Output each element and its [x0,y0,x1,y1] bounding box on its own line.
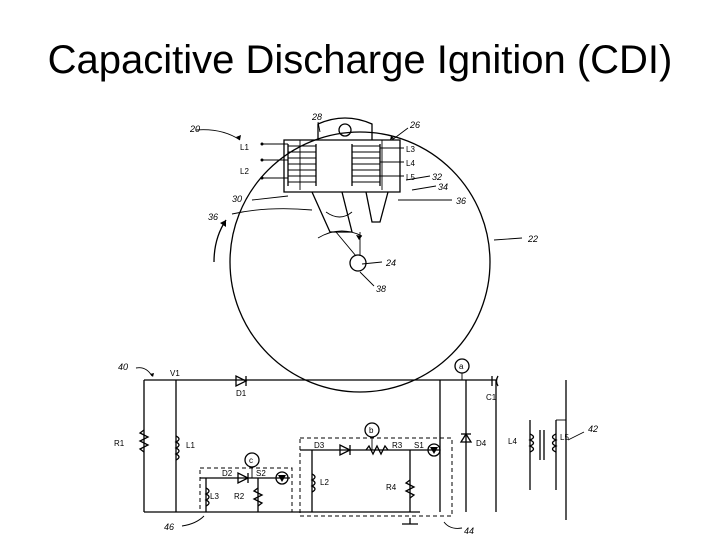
label-d3: D3 [314,441,325,450]
cdi-circuit-schematic: 40 42 44 46 a b c V1 D1 C1 R1 L1 D3 R3 S… [114,358,598,536]
dashed-block-44 [299,437,453,517]
ref-label-20: 20 [189,124,200,134]
label-s1: S1 [414,441,424,450]
capacitor-c1 [491,375,499,387]
resistor-r3 [365,444,389,456]
coil-label-l1: L1 [240,143,249,152]
label-l2: L2 [320,478,329,487]
resistor-r1 [138,429,150,453]
label-c1: C1 [486,393,497,402]
diode-d3 [339,443,352,457]
dashed-block-46 [199,467,293,513]
diode-d4 [459,432,473,443]
coil-label-l2: L2 [240,167,249,176]
label-r3: R3 [392,441,403,450]
ref-label-34: 34 [438,182,448,192]
label-l4: L4 [508,437,517,446]
ref-label-26: 26 [409,120,420,130]
ref-label-42: 42 [588,424,598,434]
flywheel-circle [229,131,491,393]
ref-label-32: 32 [432,172,442,182]
node-label-c: c [249,456,253,465]
inductor-l3 [204,487,210,507]
ref-label-22: 22 [527,234,538,244]
node-label-b: b [369,426,374,435]
coil-label-l5: L5 [406,173,415,182]
ref-label-30: 30 [232,194,242,204]
ref-label-40: 40 [118,362,128,372]
pole-piece-left [311,191,353,233]
coil-label-l4: L4 [406,159,415,168]
node-label-a: a [459,362,464,371]
inductor-l1 [174,435,180,461]
ref-label-44: 44 [464,526,474,536]
label-r1: R1 [114,439,125,448]
mounting-hole [338,123,352,137]
ref-label-28: 28 [311,112,322,122]
coil-label-l3: L3 [406,145,415,154]
label-l1: L1 [186,441,195,450]
label-d2: D2 [222,469,233,478]
ignition-core [283,139,401,193]
ref-label-46: 46 [164,522,174,532]
coil-winding-right [351,144,381,186]
ref-label-36-left: 36 [208,212,218,222]
coil-winding-left [287,144,317,186]
diode-d2 [237,471,250,485]
switch-s2 [275,471,289,485]
ref-label-36-right: 36 [456,196,466,206]
magneto-diagram: 20 26 28 30 32 34 36 36 22 24 38 L1 L2 L… [189,112,538,393]
switch-s1 [427,443,441,457]
flywheel-hub [349,254,367,272]
ref-label-24: 24 [385,258,396,268]
resistor-r2 [252,487,264,507]
ref-label-38: 38 [376,284,386,294]
label-r4: R4 [386,483,397,492]
ground-symbol [402,518,418,525]
diode-d1 [235,374,248,388]
transformer-l4-l5 [528,380,567,520]
label-s2: S2 [256,469,266,478]
pole-piece-right [365,191,389,223]
label-d4: D4 [476,439,487,448]
inductor-l2 [310,473,316,493]
label-l5: L5 [560,433,569,442]
label-v1: V1 [170,369,180,378]
resistor-r4 [404,479,416,499]
label-l3: L3 [210,492,219,501]
slide-title: Capacitive Discharge Ignition (CDI) [47,38,673,82]
label-r2: R2 [234,492,245,501]
rotation-arrow [213,219,227,263]
label-d1: D1 [236,389,247,398]
